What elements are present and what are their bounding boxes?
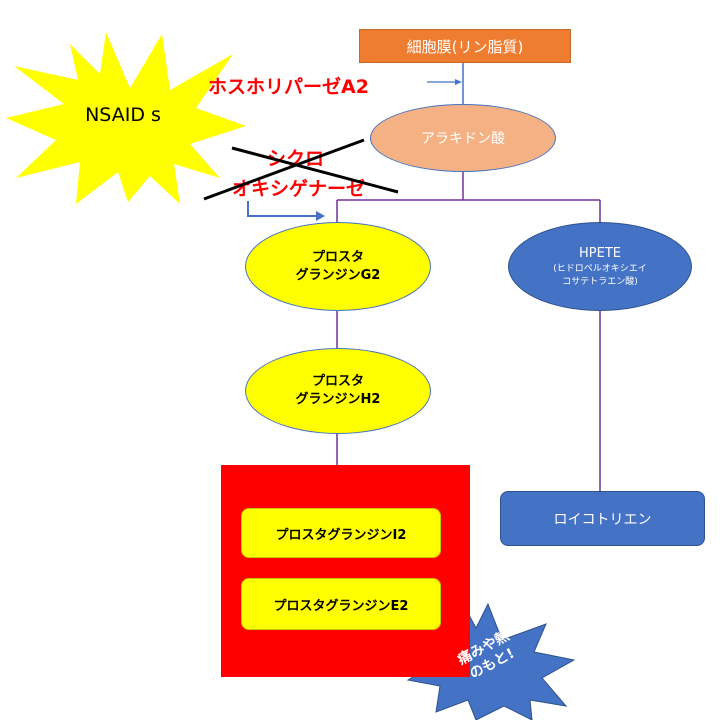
hpete-node: HPETE (ヒドロペルオキシエイ コサテトラエン酸) — [508, 222, 692, 311]
pgg2-label-line1: プロスタ — [311, 249, 364, 265]
cox-arrow — [247, 201, 318, 217]
cross-stroke-1 — [231, 146, 399, 194]
hpete-subtitle-line1: (ヒドロペルオキシエイ — [553, 264, 647, 275]
phospholipase-a2-label: ホスホリパーゼA2 — [208, 76, 369, 98]
arachidonic-acid-node: アラキドン酸 — [370, 104, 556, 172]
cyclooxygenase-label-line1: シクロ — [267, 148, 325, 170]
pgi2-label: プロスタグランジンI2 — [275, 527, 407, 543]
nsaids-starburst — [6, 32, 246, 204]
cross-stroke-2 — [203, 138, 365, 201]
cell-membrane-box: 細胞膜(リン脂質) — [359, 29, 571, 63]
cell-membrane-label: 細胞膜(リン脂質) — [406, 37, 524, 56]
pge2-label: プロスタグランジンE2 — [273, 598, 409, 614]
arachidonic-acid-label: アラキドン酸 — [421, 131, 505, 147]
pgh2-label-line1: プロスタ — [311, 374, 364, 390]
cyclooxygenase-label-line2: オキシゲナーゼ — [232, 178, 366, 200]
leukotriene-label: ロイコトリエン — [553, 511, 652, 528]
prostaglandin-g2-node: プロスタ グランジンG2 — [245, 222, 431, 311]
prostaglandin-i2-box: プロスタグランジンI2 — [241, 508, 441, 558]
prostaglandin-e2-box: プロスタグランジンE2 — [241, 578, 441, 630]
hpete-title: HPETE — [579, 246, 621, 262]
pgg2-label-line2: グランジンG2 — [295, 267, 381, 283]
prostaglandin-h2-node: プロスタ グランジンH2 — [245, 348, 431, 434]
inflammatory-prostaglandins-box — [221, 465, 470, 677]
hpete-subtitle-line2: コサテトラエン酸) — [562, 276, 638, 287]
leukotriene-box: ロイコトリエン — [500, 491, 705, 546]
pla2-arrowhead — [455, 79, 462, 85]
pgh2-label-line2: グランジンH2 — [295, 392, 381, 407]
cox-arrowhead — [316, 211, 325, 221]
nsaids-label: NSAID s — [85, 104, 161, 126]
